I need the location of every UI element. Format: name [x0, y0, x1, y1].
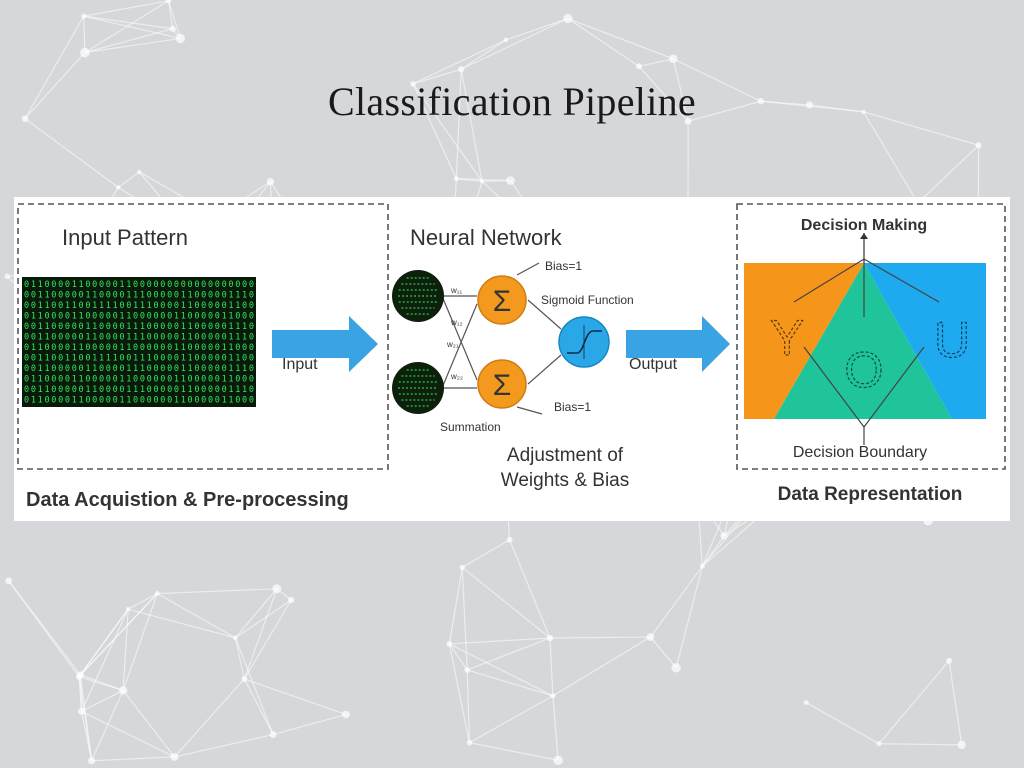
sigmoid-curve-icon	[567, 330, 602, 354]
summation-neuron-bottom: Σ	[477, 359, 527, 409]
weight-label-4: w₂₂	[450, 372, 463, 381]
weight-label-3: w₂₁	[446, 340, 459, 349]
input-arrow-label: Input	[282, 356, 318, 373]
binary-matrix-row: 0011000001100001110000011000001110	[24, 385, 254, 395]
adjustment-label-line2: Weights & Bias	[501, 470, 629, 491]
binary-matrix-row: 0110000110000011000000110000011000	[24, 343, 254, 353]
input-arrow	[272, 316, 378, 372]
acquisition-caption: Data Acquistion & Pre-processing	[26, 489, 349, 511]
binary-matrix-background	[22, 277, 256, 407]
binary-matrix-row: 0110000110000011000000110000011000	[24, 396, 254, 406]
classification-pipeline-diagram: Input Pattern 01100001100000110000000000…	[14, 197, 1010, 521]
weight-label-1: w₁₁	[450, 286, 462, 295]
decision-plot: Y O U	[744, 233, 986, 445]
sum-symbol-bottom: Σ	[493, 369, 512, 402]
input-neuron-1-texture	[398, 277, 438, 315]
representation-caption: Data Representation	[778, 484, 963, 505]
binary-matrix-row: 0110000110000011000000110000011000	[24, 312, 254, 322]
output-arrow	[626, 316, 730, 372]
decision-boundary-label: Decision Boundary	[793, 444, 927, 461]
summation-label: Summation	[440, 420, 501, 434]
sum-symbol-top: Σ	[493, 285, 512, 318]
binary-matrix-row: 0011000001100001110000011000001110	[24, 333, 254, 343]
binary-matrix-row: 0011000001100001110000011000001110	[24, 291, 254, 301]
bias-label-bottom: Bias=1	[554, 400, 591, 414]
letter-y: Y	[770, 310, 803, 366]
decision-making-heading: Decision Making	[801, 217, 927, 234]
binary-matrix-row: 0110000110000011000000000000000000	[24, 280, 254, 290]
binary-matrix: 0110000110000011000000000000000000001100…	[22, 277, 256, 407]
bias-label-top: Bias=1	[545, 259, 582, 273]
binary-matrix-row: 0011001100111100111000011000001100	[24, 354, 254, 364]
region-blue	[864, 263, 986, 419]
region-teal	[774, 263, 952, 419]
binary-matrix-row: 0110000110000011000000110000011000	[24, 375, 254, 385]
input-neuron-2-texture	[398, 369, 438, 407]
binary-matrix-rows: 0110000110000011000000000000000000001100…	[24, 280, 254, 406]
letter-u: U	[934, 312, 970, 368]
summation-neuron-top: Σ	[477, 275, 527, 325]
adjustment-label-line1: Adjustment of	[507, 445, 624, 466]
sigmoid-neuron	[558, 316, 610, 368]
region-orange	[744, 263, 864, 419]
weight-label-2: w₁₂	[450, 318, 463, 327]
input-neuron-1	[392, 270, 444, 322]
sigmoid-function-label: Sigmoid Function	[541, 293, 634, 307]
binary-matrix-row: 0011001100111100111000011000001100	[24, 301, 254, 311]
acquisition-dashed-frame	[17, 203, 389, 470]
binary-matrix-row: 0011000001100001110000011000001110	[24, 322, 254, 332]
binary-matrix-row: 0011000001100001110000011000001110	[24, 364, 254, 374]
input-pattern-heading: Input Pattern	[62, 225, 188, 250]
neural-network-heading: Neural Network	[410, 225, 563, 250]
network-connections	[441, 262, 562, 415]
output-arrow-label: Output	[629, 356, 678, 373]
representation-dashed-frame	[736, 203, 1006, 470]
letter-o: O	[845, 342, 884, 398]
slide-title: Classification Pipeline	[328, 79, 696, 124]
input-neuron-2	[392, 362, 444, 414]
